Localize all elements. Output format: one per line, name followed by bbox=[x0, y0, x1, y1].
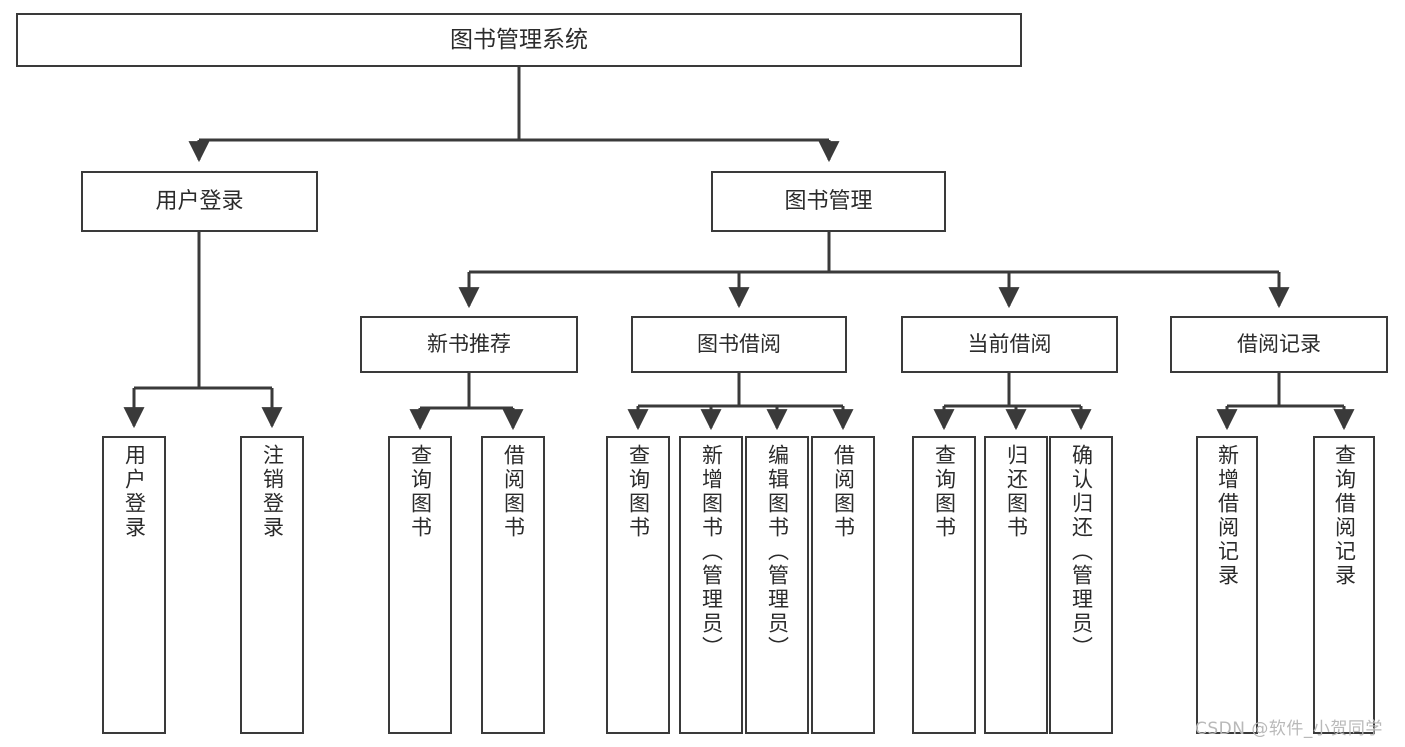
node-leaf-query-record-label: 查询借阅记录 bbox=[1332, 444, 1357, 588]
node-leaf-edit-book[interactable]: 编辑图书（管理员） bbox=[745, 436, 809, 734]
node-leaf-borrow-book-2[interactable]: 借阅图书 bbox=[811, 436, 875, 734]
node-leaf-return-book-label: 归还图书 bbox=[1004, 444, 1029, 540]
node-leaf-user-login-label: 用户登录 bbox=[122, 444, 147, 540]
node-leaf-user-login[interactable]: 用户登录 bbox=[102, 436, 166, 734]
node-leaf-add-record[interactable]: 新增借阅记录 bbox=[1196, 436, 1258, 734]
node-leaf-return-book[interactable]: 归还图书 bbox=[984, 436, 1048, 734]
node-leaf-confirm-return-label: 确认归还（管理员） bbox=[1069, 444, 1094, 660]
node-leaf-borrow-book-1[interactable]: 借阅图书 bbox=[481, 436, 545, 734]
node-new-book-rec[interactable]: 新书推荐 bbox=[360, 316, 578, 373]
node-new-book-rec-label: 新书推荐 bbox=[427, 332, 511, 357]
node-current-borrow-label: 当前借阅 bbox=[967, 332, 1052, 357]
node-leaf-query-book-2-label: 查询图书 bbox=[626, 444, 651, 540]
node-root[interactable]: 图书管理系统 bbox=[16, 13, 1022, 67]
node-book-manage[interactable]: 图书管理 bbox=[711, 171, 946, 232]
node-leaf-query-book-1[interactable]: 查询图书 bbox=[388, 436, 452, 734]
node-leaf-add-book[interactable]: 新增图书（管理员） bbox=[679, 436, 743, 734]
node-borrow-record-label: 借阅记录 bbox=[1237, 332, 1321, 357]
node-leaf-query-book-2[interactable]: 查询图书 bbox=[606, 436, 670, 734]
node-leaf-query-record[interactable]: 查询借阅记录 bbox=[1313, 436, 1375, 734]
node-borrow-record[interactable]: 借阅记录 bbox=[1170, 316, 1388, 373]
node-book-borrow-label: 图书借阅 bbox=[697, 332, 781, 357]
node-leaf-add-book-label: 新增图书（管理员） bbox=[699, 444, 724, 660]
node-leaf-user-logout-label: 注销登录 bbox=[260, 444, 285, 540]
csdn-watermark: CSDN @软件_小贺同学 bbox=[1195, 719, 1383, 739]
node-user-login[interactable]: 用户登录 bbox=[81, 171, 318, 232]
node-book-manage-label: 图书管理 bbox=[784, 188, 873, 214]
node-book-borrow[interactable]: 图书借阅 bbox=[631, 316, 847, 373]
node-leaf-borrow-book-1-label: 借阅图书 bbox=[501, 444, 526, 540]
node-leaf-add-record-label: 新增借阅记录 bbox=[1215, 444, 1240, 588]
node-leaf-user-logout[interactable]: 注销登录 bbox=[240, 436, 304, 734]
node-current-borrow[interactable]: 当前借阅 bbox=[901, 316, 1118, 373]
node-leaf-query-book-1-label: 查询图书 bbox=[408, 444, 433, 540]
node-leaf-borrow-book-2-label: 借阅图书 bbox=[831, 444, 856, 540]
node-leaf-confirm-return[interactable]: 确认归还（管理员） bbox=[1049, 436, 1113, 734]
node-leaf-query-book-3[interactable]: 查询图书 bbox=[912, 436, 976, 734]
node-root-label: 图书管理系统 bbox=[450, 26, 588, 53]
node-leaf-query-book-3-label: 查询图书 bbox=[932, 444, 957, 540]
node-user-login-label: 用户登录 bbox=[155, 188, 244, 214]
node-leaf-edit-book-label: 编辑图书（管理员） bbox=[765, 444, 790, 660]
